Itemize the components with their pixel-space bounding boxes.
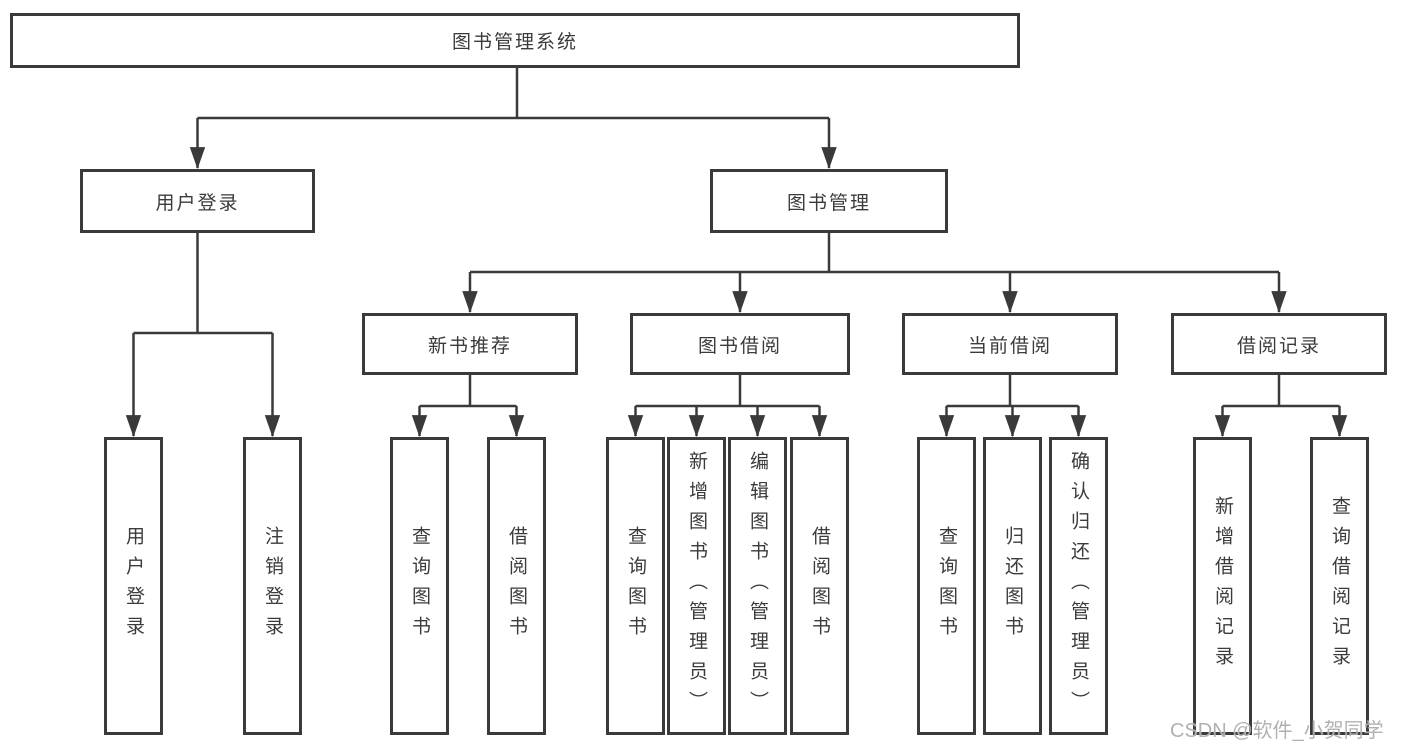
leaf-add-books-admin: 新增图书（管理员） [667,437,726,735]
leaf-user-login: 用户登录 [104,437,163,735]
node-user-login-label: 用户登录 [155,192,240,214]
leaf-query-books-current: 查询图书 [917,437,976,735]
leaf-add-borrow-record-label: 新增借阅记录 [1212,496,1233,676]
leaf-query-borrow-record: 查询借阅记录 [1310,437,1369,735]
leaf-query-books-recommend: 查询图书 [390,437,449,735]
leaf-borrow-books: 借阅图书 [790,437,849,735]
leaf-borrow-books-recommend-label: 借阅图书 [506,526,527,646]
leaf-query-books-borrowing: 查询图书 [606,437,665,735]
leaf-borrow-books-label: 借阅图书 [809,526,830,646]
leaf-borrow-books-recommend: 借阅图书 [487,437,546,735]
node-borrowing-records-label: 借阅记录 [1236,335,1321,357]
leaf-confirm-return-admin-label: 确认归还（管理员） [1068,451,1089,721]
node-book-borrowing: 图书借阅 [630,313,850,375]
leaf-return-books: 归还图书 [983,437,1042,735]
node-root-label: 图书管理系统 [451,32,578,53]
leaf-logout-label: 注销登录 [262,526,283,646]
edges-user-login [125,233,281,438]
edges-borrowing-records [1214,375,1348,438]
leaf-user-login-label: 用户登录 [123,526,144,646]
node-book-borrowing-label: 图书借阅 [697,335,782,357]
node-current-borrowing: 当前借阅 [902,313,1118,375]
leaf-query-books-recommend-label: 查询图书 [409,526,430,646]
csdn-watermark: CSDN @软件_小贺同学 [1170,720,1384,742]
edges-new-book-recommend [411,375,525,438]
leaf-edit-books-admin-label: 编辑图书（管理员） [747,451,768,721]
edges-current-borrowing [938,375,1087,438]
leaf-add-books-admin-label: 新增图书（管理员） [686,451,707,721]
leaf-query-borrow-record-label: 查询借阅记录 [1329,496,1350,676]
leaf-confirm-return-admin: 确认归还（管理员） [1049,437,1108,735]
edges-root-to-level2 [189,67,837,170]
leaf-add-borrow-record: 新增借阅记录 [1193,437,1252,735]
leaf-return-books-label: 归还图书 [1002,526,1023,646]
leaf-query-books-borrowing-label: 查询图书 [625,526,646,646]
node-user-login: 用户登录 [80,169,315,233]
node-new-book-recommend-label: 新书推荐 [427,335,512,357]
node-current-borrowing-label: 当前借阅 [967,335,1052,357]
leaf-query-books-current-label: 查询图书 [936,526,957,646]
leaf-logout: 注销登录 [243,437,302,735]
edges-book-management [462,233,1287,314]
node-borrowing-records: 借阅记录 [1171,313,1387,375]
node-book-management: 图书管理 [710,169,948,233]
edges-book-borrowing [627,375,828,438]
node-root-library-system: 图书管理系统 [10,13,1020,68]
node-book-management-label: 图书管理 [786,192,871,214]
leaf-edit-books-admin: 编辑图书（管理员） [728,437,787,735]
node-new-book-recommend: 新书推荐 [362,313,578,375]
